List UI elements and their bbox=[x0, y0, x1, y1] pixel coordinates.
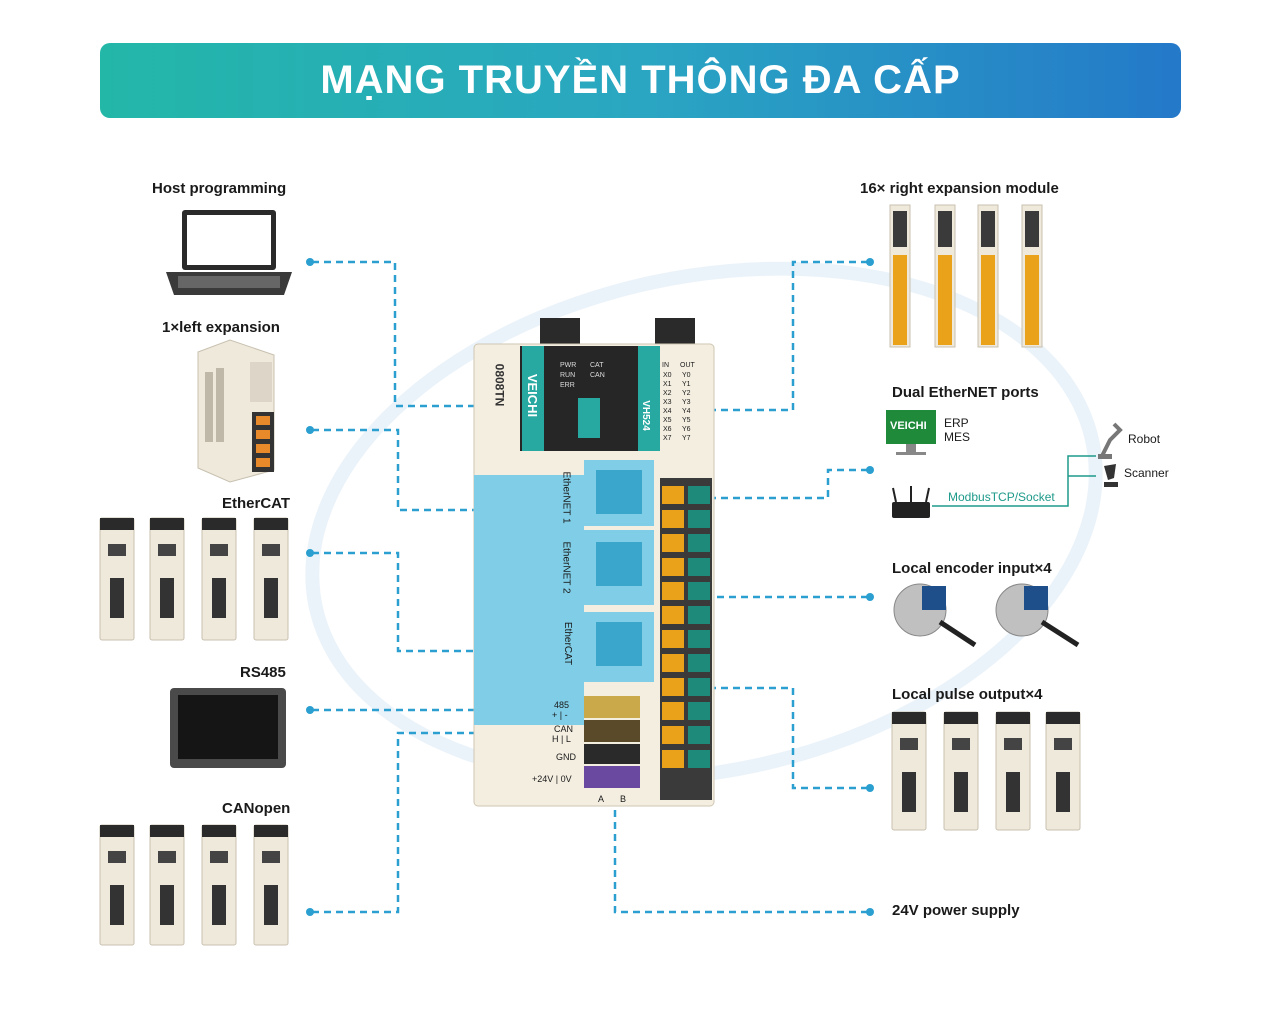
left-expansion-module-icon bbox=[197, 339, 275, 483]
canopen-drives-icon bbox=[99, 824, 289, 946]
led-cat: CAT bbox=[590, 362, 604, 369]
port-ethernet-1: EtherNET 1 bbox=[560, 471, 572, 524]
line-left-expansion bbox=[312, 428, 510, 512]
label-canopen: CANopen bbox=[222, 800, 291, 817]
label-host-programming: Host programming bbox=[152, 180, 287, 197]
router-icon bbox=[892, 486, 930, 518]
ethercat-drives-icon bbox=[99, 517, 289, 641]
network-branch-lines bbox=[932, 455, 1096, 507]
label-dual-ethernet: Dual EtherNET ports bbox=[892, 384, 1039, 401]
input-x2: X2 bbox=[663, 390, 672, 397]
line-right-expansion bbox=[700, 260, 868, 412]
port-ethercat: EtherCAT bbox=[562, 621, 574, 666]
output-y2: Y2 bbox=[682, 390, 691, 397]
term-485-polarity: + | - bbox=[552, 710, 568, 720]
led-err: ERR bbox=[560, 382, 575, 389]
output-y4: Y4 bbox=[682, 408, 691, 415]
right-expansion-modules-icon bbox=[889, 204, 1043, 348]
output-y5: Y5 bbox=[682, 417, 691, 424]
hmi-panel-icon bbox=[170, 688, 286, 768]
label-ethercat: EtherCAT bbox=[222, 495, 291, 512]
connector-dots bbox=[306, 258, 874, 916]
input-x5: X5 bbox=[663, 417, 672, 424]
monitor-brand: VEICHI bbox=[890, 420, 927, 432]
label-right-expansion: 16× right expansion module bbox=[860, 180, 1059, 197]
encoder-icon-1 bbox=[893, 583, 977, 648]
port-ethernet-2: EtherNET 2 bbox=[560, 541, 572, 594]
scanner-icon bbox=[1104, 464, 1118, 487]
controller-side-model: 0808TN bbox=[492, 363, 507, 407]
label-rs485: RS485 bbox=[240, 664, 286, 681]
term-a: A bbox=[598, 794, 605, 804]
input-x3: X3 bbox=[663, 399, 672, 406]
label-mes: MES bbox=[944, 430, 971, 444]
term-b: B bbox=[620, 794, 627, 804]
banner-title: MẠNG TRUYỀN THÔNG ĐA CẤP bbox=[320, 58, 961, 102]
led-can: CAN bbox=[590, 372, 605, 379]
controller-body bbox=[473, 318, 715, 807]
pulse-drives-icon bbox=[891, 711, 1081, 831]
line-pulse bbox=[670, 686, 868, 790]
line-power bbox=[613, 775, 868, 914]
input-x1: X1 bbox=[663, 381, 672, 388]
terminal-block-orange bbox=[662, 486, 684, 768]
monitor-icon bbox=[886, 410, 936, 455]
term-gnd: GND bbox=[556, 752, 576, 762]
input-x0: X0 bbox=[663, 372, 672, 379]
term-power: +24V | 0V bbox=[532, 774, 572, 784]
output-y0: Y0 bbox=[682, 372, 691, 379]
label-robot: Robot bbox=[1128, 432, 1161, 446]
term-can: CAN bbox=[554, 724, 574, 734]
term-485: 485 bbox=[554, 700, 570, 710]
terminal-block-green bbox=[688, 486, 710, 768]
output-y6: Y6 bbox=[682, 426, 691, 433]
label-encoder-input: Local encoder input×4 bbox=[892, 560, 1052, 577]
led-run: RUN bbox=[560, 372, 576, 379]
output-y7: Y7 bbox=[682, 435, 691, 442]
label-scanner: Scanner bbox=[1124, 466, 1169, 480]
robot-icon bbox=[1098, 422, 1123, 459]
output-y3: Y3 bbox=[682, 399, 691, 406]
output-y1: Y1 bbox=[682, 381, 691, 388]
input-x6: X6 bbox=[663, 426, 672, 433]
controller-brand: VEICHI bbox=[525, 373, 541, 418]
io-out-label: OUT bbox=[680, 362, 695, 369]
input-x7: X7 bbox=[663, 435, 672, 442]
laptop-icon bbox=[166, 210, 292, 295]
led-pwr: PWR bbox=[560, 362, 577, 369]
io-in-label: IN bbox=[662, 362, 669, 369]
input-x4: X4 bbox=[663, 408, 672, 415]
label-erp: ERP bbox=[944, 416, 969, 430]
label-pulse-output: Local pulse output×4 bbox=[892, 686, 1043, 703]
line-ethernet-ports bbox=[660, 468, 868, 500]
label-power-supply: 24V power supply bbox=[892, 902, 1020, 919]
label-protocol: ModbusTCP/Socket bbox=[948, 490, 1055, 504]
encoder-icon-2 bbox=[995, 583, 1080, 648]
label-left-expansion: 1×left expansion bbox=[162, 319, 280, 336]
term-can-polarity: H | L bbox=[552, 734, 571, 744]
title-banner: MẠNG TRUYỀN THÔNG ĐA CẤP bbox=[100, 43, 1181, 118]
line-host bbox=[312, 260, 580, 408]
controller-model: VH524 bbox=[639, 400, 651, 431]
